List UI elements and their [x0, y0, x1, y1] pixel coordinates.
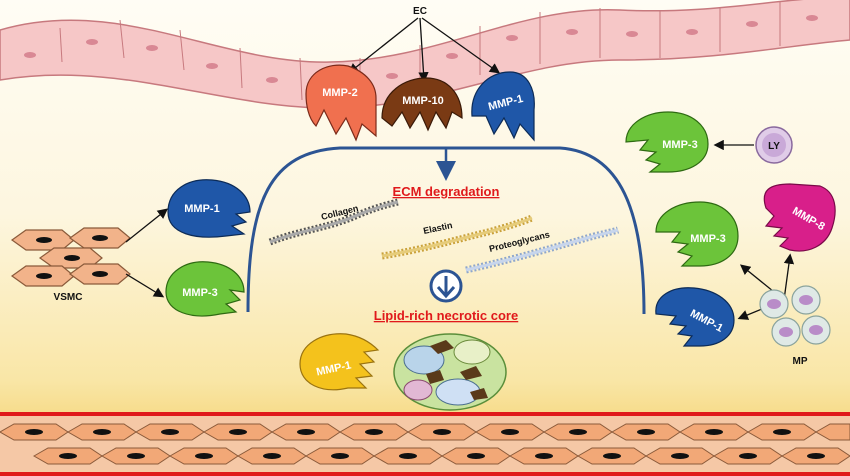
mmp-3-mp-enzyme: MMP-3 [655, 201, 739, 267]
media-smooth-muscle-cells [0, 423, 850, 465]
mmp-3-vsmc-enzyme: MMP-3 [165, 261, 245, 317]
plaque-arch [246, 146, 646, 315]
vsmc-arrows [125, 208, 169, 298]
necrotic-core-cluster [393, 333, 507, 411]
ecm-degradation-title: ECM degradation [393, 184, 500, 199]
internal-elastic-lamina-top [0, 412, 850, 416]
proteoglycans-fiber [465, 226, 620, 274]
mmp-3-mp-label: MMP-3 [690, 233, 725, 245]
ec-label: EC [413, 6, 427, 17]
lipid-core-title: Lipid-rich necrotic core [374, 308, 518, 323]
vsmc-label: VSMC [54, 292, 83, 303]
mmp-10-label: MMP-10 [402, 95, 444, 107]
mmp-1-top-enzyme: MMP-1 [471, 71, 535, 142]
mmp-3-ly-enzyme: MMP-3 [625, 111, 709, 173]
mmp-10-enzyme: MMP-10 [381, 77, 463, 132]
internal-elastic-lamina-bottom [0, 472, 850, 476]
mmp-1-vsmc-enzyme: MMP-1 [167, 179, 251, 238]
mmp-2-enzyme: MMP-2 [305, 64, 377, 142]
down-arrow-icon [429, 269, 463, 303]
mmp-1-mp-enzyme: MMP-1 [655, 287, 735, 347]
vsmc-cell-cluster [10, 227, 131, 287]
ec-arrows [347, 17, 501, 83]
mmp-3-vsmc-label: MMP-3 [182, 287, 217, 299]
mmp-1-vsmc-label: MMP-1 [184, 203, 219, 215]
mmp-8-mp-enzyme: MMP-8 [763, 183, 836, 252]
macrophage-cluster [759, 285, 831, 347]
mp-label: MP [793, 356, 808, 367]
lymphocyte-cell: LY [755, 126, 793, 164]
collagen-fiber [268, 198, 399, 246]
elastin-fiber [381, 214, 534, 260]
mmp-3-ly-label: MMP-3 [662, 139, 697, 151]
ly-label: LY [768, 141, 780, 152]
mmp-1-core-enzyme: MMP-1 [299, 333, 380, 391]
mmp-2-label: MMP-2 [322, 87, 357, 99]
